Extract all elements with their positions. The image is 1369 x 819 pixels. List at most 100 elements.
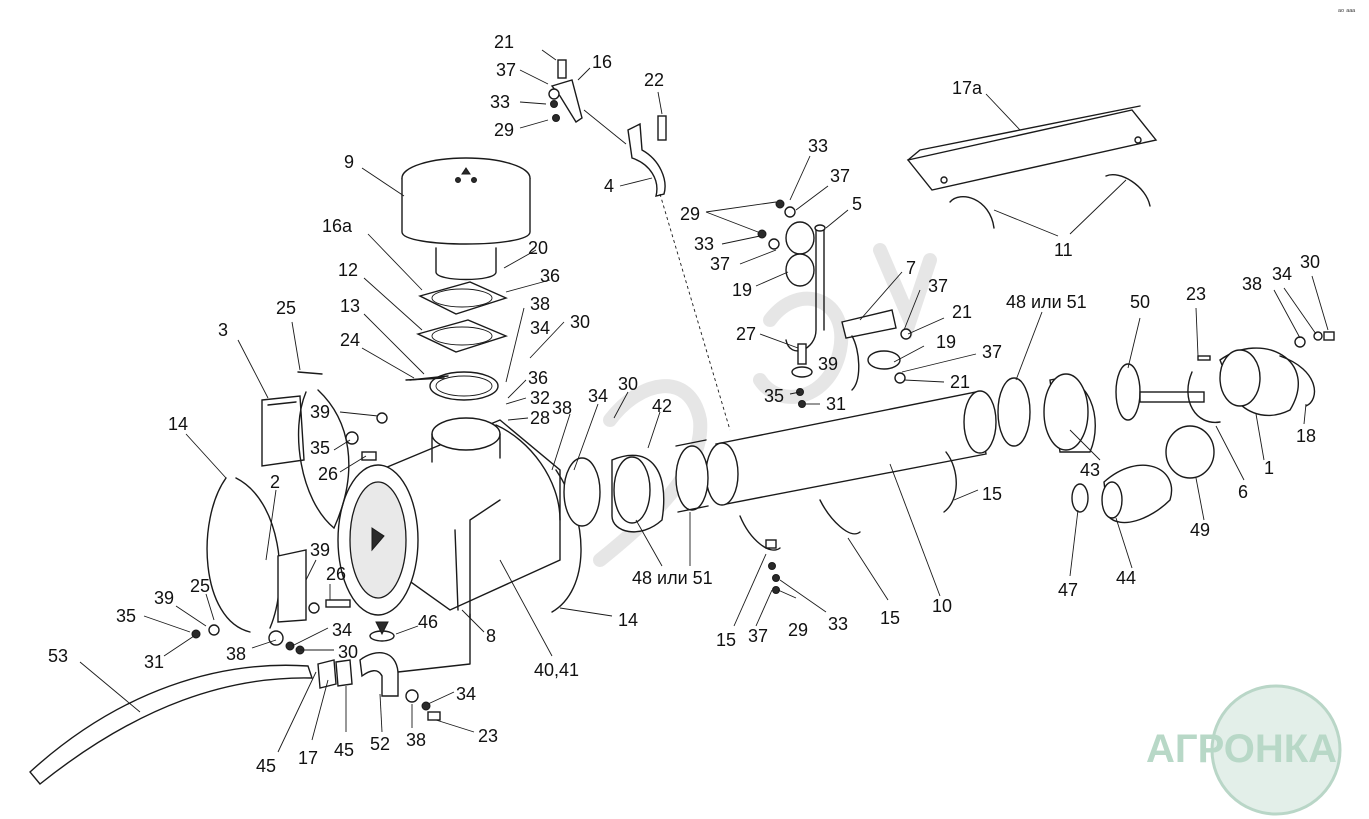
- label-43: 43: [1080, 460, 1100, 480]
- air-cleaner-housing: [337, 419, 561, 619]
- precleaner-cap: [401, 157, 531, 281]
- gasket-plates: [416, 281, 509, 353]
- rod-5-assembly: [757, 199, 912, 408]
- label-14-center: 14: [618, 610, 638, 630]
- label-34-b: 34: [332, 620, 352, 640]
- label-18: 18: [1296, 426, 1316, 446]
- label-2: 2: [270, 472, 280, 492]
- mount-straps: [206, 389, 582, 633]
- shield-17a: [906, 105, 1158, 191]
- label-35-c: 35: [764, 386, 784, 406]
- label-21-c: 21: [950, 372, 970, 392]
- label-37-f: 37: [982, 342, 1002, 362]
- label-39-d: 39: [818, 354, 838, 374]
- label-19-a: 19: [732, 280, 752, 300]
- label-17a: 17а: [952, 78, 983, 98]
- label-27: 27: [736, 324, 756, 344]
- leader-lines: [79, 49, 1329, 753]
- label-10: 10: [932, 596, 952, 616]
- label-15-c: 15: [982, 484, 1002, 504]
- label-23-b: 23: [1186, 284, 1206, 304]
- label-16: 16: [592, 52, 612, 72]
- label-36-b: 36: [528, 368, 548, 388]
- top-bracket-16: [548, 59, 583, 123]
- label-28: 28: [530, 408, 550, 428]
- label-39-c: 39: [154, 588, 174, 608]
- bracket-3: [261, 395, 305, 467]
- label-44: 44: [1116, 568, 1136, 588]
- label-35-b: 35: [116, 606, 136, 626]
- clamps-11: [949, 174, 1151, 229]
- label-34-a: 34: [530, 318, 550, 338]
- label-30-b: 30: [338, 642, 358, 662]
- label-30-a: 30: [570, 312, 590, 332]
- label-37-b: 37: [748, 626, 768, 646]
- label-29-top: 29: [494, 120, 514, 140]
- intake-tube: [431, 417, 501, 463]
- label-20: 20: [528, 238, 548, 258]
- label-42: 42: [652, 396, 672, 416]
- label-9: 9: [344, 152, 354, 172]
- label-38-e: 38: [1242, 274, 1262, 294]
- pipe-straps-15: [739, 451, 957, 594]
- label-5: 5: [852, 194, 862, 214]
- label-32: 32: [530, 388, 550, 408]
- label-34-d: 34: [588, 386, 608, 406]
- label-19-b: 19: [936, 332, 956, 352]
- label-47: 47: [1058, 580, 1078, 600]
- label-33-top: 33: [490, 92, 510, 112]
- label-6: 6: [1238, 482, 1248, 502]
- label-26-a: 26: [318, 464, 338, 484]
- label-38-b: 38: [226, 644, 246, 664]
- agronka-watermark-logo: АГРОНКА: [1146, 684, 1342, 816]
- bracket-4: [627, 115, 667, 197]
- drain-fittings: [317, 613, 471, 697]
- label-45-b: 45: [334, 740, 354, 760]
- pipe-10: [705, 390, 997, 506]
- label-35-a: 35: [310, 438, 330, 458]
- label-38-a: 38: [530, 294, 550, 314]
- label-31-b: 31: [826, 394, 846, 414]
- label-29-b: 29: [788, 620, 808, 640]
- label-37-e: 37: [928, 276, 948, 296]
- label-50: 50: [1130, 292, 1150, 312]
- small-hardware-left: [191, 371, 445, 721]
- connector-hoses-48-51: [563, 439, 709, 533]
- label-3: 3: [218, 320, 228, 340]
- label-38-c: 38: [406, 730, 426, 750]
- label-12: 12: [338, 260, 358, 280]
- label-14-left: 14: [168, 414, 188, 434]
- label-17: 17: [298, 748, 318, 768]
- label-48-51-right: 48 или 51: [1006, 292, 1087, 312]
- label-15-b: 15: [880, 608, 900, 628]
- label-49: 49: [1190, 520, 1210, 540]
- label-11: 11: [1054, 240, 1073, 260]
- label-40-41: 40,41: [534, 660, 579, 680]
- label-37-c: 37: [830, 166, 850, 186]
- label-52: 52: [370, 734, 390, 754]
- label-45-a: 45: [256, 756, 276, 776]
- label-8: 8: [486, 626, 496, 646]
- label-15-a: 15: [716, 630, 736, 650]
- label-33-c: 33: [808, 136, 828, 156]
- corner-mark: ᵃᵒ ᵃᵃᵃ: [1338, 7, 1356, 16]
- label-21-top: 21: [494, 32, 514, 52]
- label-36-a: 36: [540, 266, 560, 286]
- label-16a: 16а: [322, 216, 353, 236]
- label-24: 24: [340, 330, 360, 350]
- label-34-c: 34: [456, 684, 476, 704]
- label-26-b: 26: [326, 564, 346, 584]
- label-7: 7: [906, 258, 916, 278]
- label-1: 1: [1264, 458, 1274, 478]
- label-29-c: 29: [680, 204, 700, 224]
- label-25-top: 25: [276, 298, 296, 318]
- drain-hose-53: [29, 664, 313, 785]
- clamp-ring-13: [409, 371, 499, 401]
- label-21-b: 21: [952, 302, 972, 322]
- label-48-51-left: 48 или 51: [632, 568, 713, 588]
- label-4: 4: [604, 176, 614, 196]
- label-31-a: 31: [144, 652, 164, 672]
- label-33-b: 33: [828, 614, 848, 634]
